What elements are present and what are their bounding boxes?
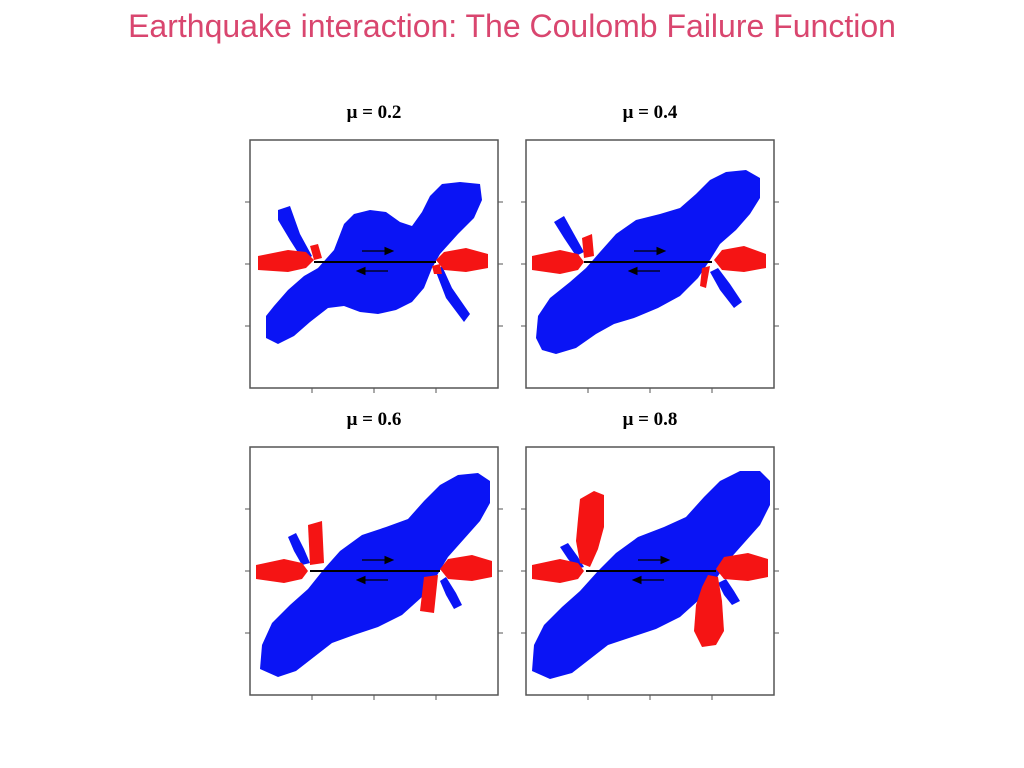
blue-main-lobe [532, 471, 770, 679]
panel-label: μ = 0.6 [346, 409, 402, 430]
panel-label: μ = 0.4 [622, 102, 678, 123]
red-lobe-right-small [420, 575, 438, 613]
red-lobe-right-large [694, 575, 724, 647]
fault-trace [310, 555, 440, 585]
coulomb-stress-map [245, 139, 503, 393]
blue-petal-upper-left [278, 206, 312, 262]
red-lobe-right [714, 246, 766, 272]
coulomb-stress-map [521, 446, 779, 700]
fault-trace [586, 555, 716, 585]
red-lobe-right-small [700, 266, 710, 288]
red-lobe-left [258, 250, 314, 272]
fault-trace [314, 246, 436, 276]
stress-decrease-lobes [532, 471, 770, 679]
frame-ticks [521, 508, 779, 700]
panel-label: μ = 0.8 [622, 409, 678, 430]
panel-label: μ = 0.2 [346, 102, 402, 123]
stress-increase-lobes [256, 521, 492, 613]
stress-increase-lobes [258, 244, 488, 274]
red-lobe-right [436, 248, 488, 272]
coulomb-stress-map [245, 446, 503, 700]
red-lobe-right [440, 555, 492, 581]
blue-main-lobe [260, 473, 490, 677]
red-lobe-left-small [308, 521, 324, 565]
red-lobe-left [256, 559, 308, 583]
red-lobe-left [532, 250, 584, 274]
coulomb-stress-map [521, 139, 779, 393]
blue-petal-lower-right [718, 579, 740, 605]
panel-mu-0-6: μ = 0.6 [244, 407, 504, 707]
panel-mu-0-8: μ = 0.8 [520, 407, 780, 707]
blue-petal-upper-left [288, 533, 310, 565]
red-lobe-left-small [310, 244, 322, 260]
blue-petal-lower-right [440, 577, 462, 609]
red-lobe-left-large [576, 491, 604, 567]
red-lobe-right [716, 553, 768, 581]
panel-mu-0-2: μ = 0.2 [244, 100, 504, 400]
blue-petal-upper-left [560, 543, 584, 569]
stress-increase-lobes [532, 234, 766, 288]
panel-mu-0-4: μ = 0.4 [520, 100, 780, 400]
blue-petal-lower-right [710, 268, 742, 308]
slide-title: Earthquake interaction: The Coulomb Fail… [128, 8, 896, 44]
stress-increase-lobes [532, 491, 768, 647]
blue-petal-upper-left [554, 216, 584, 256]
fault-trace [584, 246, 712, 276]
red-lobe-left [532, 559, 584, 583]
frame-ticks [245, 201, 503, 393]
stress-decrease-lobes [260, 473, 490, 677]
frame-ticks [245, 508, 503, 700]
blue-petal-lower-right [436, 266, 470, 322]
frame-ticks [521, 201, 779, 393]
red-lobe-right-small [432, 264, 442, 274]
red-lobe-left-small [582, 234, 594, 258]
